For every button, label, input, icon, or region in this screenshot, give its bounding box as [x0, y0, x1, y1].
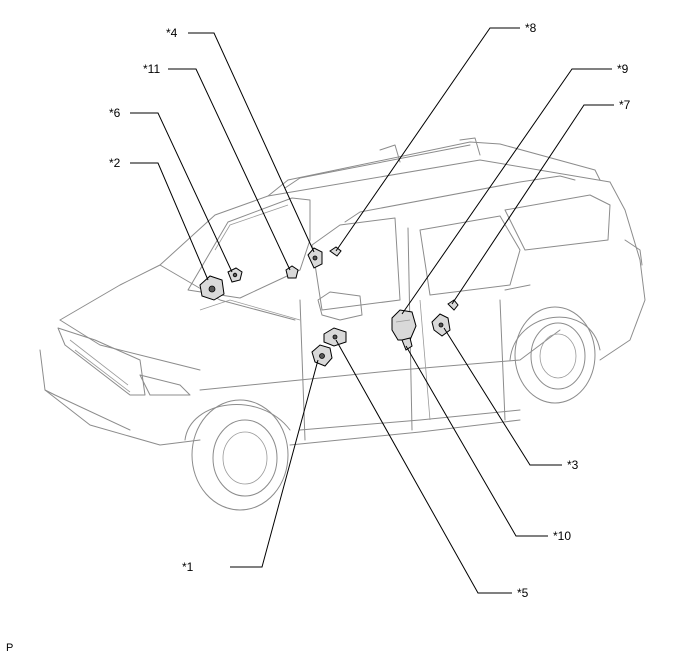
leader-3 — [443, 327, 562, 466]
leader-1 — [230, 359, 319, 568]
leader-6 — [130, 112, 233, 273]
callout-6: *6 — [109, 106, 121, 120]
component-6 — [227, 267, 243, 283]
vehicle-outline — [39, 137, 646, 511]
callout-4: *4 — [166, 26, 178, 40]
callout-5: *5 — [517, 586, 529, 600]
component-7 — [447, 299, 459, 311]
component-5 — [323, 327, 347, 347]
callout-10: *10 — [553, 529, 572, 543]
leader-7 — [451, 104, 614, 305]
leader-lines — [130, 27, 614, 594]
callout-1: *1 — [182, 560, 194, 574]
callout-8: *8 — [525, 21, 537, 35]
leader-4 — [188, 32, 315, 253]
footer-mark: P — [6, 642, 14, 654]
leader-11 — [168, 68, 291, 271]
leader-10 — [405, 345, 548, 537]
component-10 — [401, 337, 413, 351]
callout-11: *11 — [143, 62, 161, 76]
leader-2 — [130, 162, 209, 281]
callout-2: *2 — [109, 156, 121, 170]
leader-9 — [401, 68, 612, 315]
leader-5 — [335, 339, 512, 594]
component-2 — [199, 275, 225, 301]
component-4 — [307, 247, 323, 269]
component-9 — [391, 309, 417, 341]
component-8 — [329, 246, 342, 257]
callout-3: *3 — [567, 458, 579, 472]
component-11 — [285, 265, 299, 279]
callout-7: *7 — [619, 98, 631, 112]
callout-9: *9 — [617, 62, 629, 76]
component-1 — [311, 344, 333, 367]
leader-8 — [335, 27, 520, 252]
